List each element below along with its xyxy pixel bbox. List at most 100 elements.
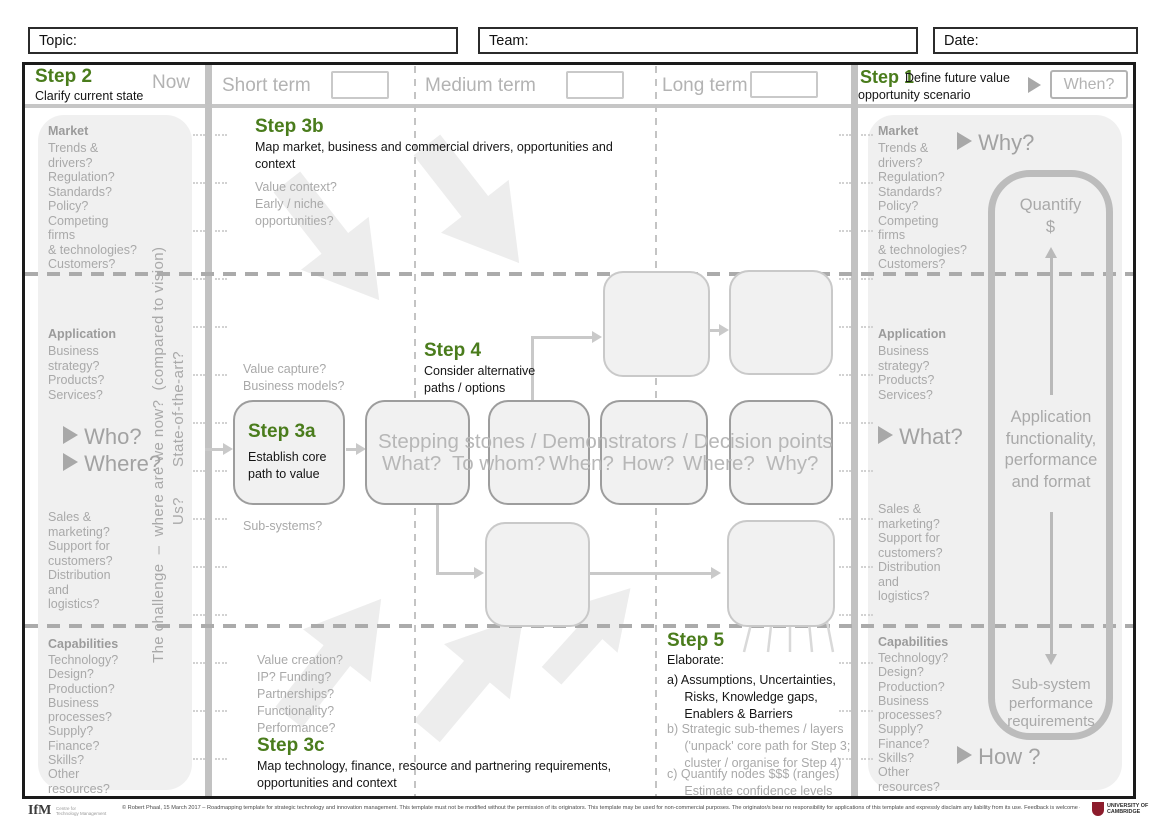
alignment-tick bbox=[861, 758, 873, 760]
alignment-tick bbox=[839, 566, 851, 568]
alignment-tick bbox=[215, 662, 227, 664]
us-vertical-label: Us? bbox=[170, 497, 187, 525]
ifm-logo-subtext: Centre for Technology Management bbox=[56, 806, 106, 816]
alignment-tick bbox=[215, 566, 227, 568]
alt-path-top-box-2[interactable] bbox=[729, 270, 833, 375]
how-arrow-icon bbox=[957, 746, 972, 764]
date-field[interactable]: Date: bbox=[933, 27, 1138, 54]
cambridge-line1: UNIVERSITY OF bbox=[1107, 803, 1149, 809]
why-label: Why? bbox=[978, 130, 1035, 155]
question-where: Where? bbox=[683, 452, 755, 475]
stepping-stone-box-1[interactable] bbox=[365, 400, 470, 505]
when-arrow-icon bbox=[1028, 77, 1041, 93]
cambridge-line2: CAMBRIDGE bbox=[1107, 809, 1141, 816]
step5-item-c: c) Quantify nodes $$$ (ranges) Estimate … bbox=[667, 767, 840, 798]
alignment-tick bbox=[215, 422, 227, 424]
now-label: Now bbox=[152, 72, 191, 93]
alignment-tick bbox=[861, 374, 873, 376]
roadmap-frame bbox=[22, 62, 1136, 799]
team-field[interactable]: Team: bbox=[478, 27, 918, 54]
topic-label: Topic: bbox=[39, 32, 77, 49]
alignment-tick bbox=[839, 470, 851, 472]
stepping-stone-box-3[interactable] bbox=[600, 400, 708, 505]
alignment-tick bbox=[193, 758, 205, 760]
medium-term-box[interactable] bbox=[566, 71, 624, 99]
future-vision-panel bbox=[868, 115, 1122, 790]
short-term-label: Short term bbox=[222, 75, 311, 96]
watermark-arrow-icon bbox=[273, 171, 380, 301]
long-term-box[interactable] bbox=[750, 71, 818, 98]
step5-item-a: a) Assumptions, Uncertainties, Risks, Kn… bbox=[667, 673, 836, 721]
alignment-tick bbox=[215, 374, 227, 376]
question-what: What? bbox=[382, 452, 442, 475]
quantify-up-arrow-shaft bbox=[1050, 257, 1053, 395]
alt-bottom-elbow-horizontal bbox=[436, 572, 475, 575]
alignment-tick bbox=[193, 614, 205, 616]
right-capabilities-heading: Capabilities bbox=[878, 635, 949, 649]
alignment-tick bbox=[215, 278, 227, 280]
quantify-label: Quantify bbox=[1019, 196, 1082, 214]
core-connector-1 bbox=[346, 448, 356, 451]
step3c-body: Map technology, finance, resource and pa… bbox=[257, 759, 612, 790]
alignment-tick bbox=[861, 230, 873, 232]
stepping-stone-box-2[interactable] bbox=[488, 400, 590, 505]
alt-top-arrowhead2-icon bbox=[719, 324, 729, 336]
alignment-tick bbox=[193, 374, 205, 376]
step3c-title: Step 3c bbox=[257, 735, 325, 756]
stepping-stone-box-4[interactable] bbox=[729, 400, 833, 505]
alignment-tick bbox=[839, 662, 851, 664]
date-label: Date: bbox=[944, 32, 979, 49]
step3a-title: Step 3a bbox=[248, 421, 316, 442]
alt-path-bottom-box-2[interactable] bbox=[727, 520, 835, 627]
core-row-heading: Stepping stones / Demonstrators / Decisi… bbox=[378, 430, 833, 453]
short-term-box[interactable] bbox=[331, 71, 389, 99]
alignment-tick bbox=[215, 470, 227, 472]
who-arrow-icon bbox=[63, 426, 78, 444]
alignment-tick bbox=[861, 470, 873, 472]
alignment-tick bbox=[861, 182, 873, 184]
step1-title: Step 1 bbox=[860, 67, 915, 87]
quantify-dollar-label: $ bbox=[1045, 218, 1056, 236]
question-to-whom: To whom? bbox=[452, 452, 546, 475]
alt-top-elbow-horizontal bbox=[531, 336, 593, 339]
left-market-heading: Market bbox=[48, 124, 89, 138]
alt-path-top-box-1[interactable] bbox=[603, 271, 710, 377]
alt-path-bottom-box-1[interactable] bbox=[485, 522, 590, 627]
medium-term-label: Medium term bbox=[425, 75, 536, 96]
who-label: Who? bbox=[84, 424, 142, 449]
alignment-tick bbox=[193, 182, 205, 184]
value-quantify-outline bbox=[988, 170, 1113, 740]
alignment-tick bbox=[839, 758, 851, 760]
alignment-tick bbox=[861, 614, 873, 616]
ifm-sub-line2: Technology Management bbox=[56, 811, 107, 816]
topic-field[interactable]: Topic: bbox=[28, 27, 458, 54]
alignment-tick bbox=[861, 326, 873, 328]
step3a-node-box[interactable] bbox=[233, 400, 345, 505]
step2-subtitle: Clarify current state bbox=[35, 89, 144, 103]
step1-subtitle-line2: opportunity scenario bbox=[858, 88, 971, 102]
alignment-tick bbox=[839, 422, 851, 424]
subsystem-down-arrow-shaft bbox=[1050, 512, 1053, 655]
current-state-panel bbox=[38, 115, 192, 790]
watermark-arrow-icon bbox=[541, 588, 631, 685]
when-box[interactable]: When? bbox=[1050, 70, 1128, 99]
step3c-prompts: Value creation?IP? Funding?Partnerships?… bbox=[257, 653, 343, 735]
ifm-sub-line1: Centre for bbox=[56, 806, 77, 811]
copyright-text: © Robert Phaal, 15 March 2017 – Roadmapp… bbox=[122, 805, 1080, 811]
alignment-tick bbox=[839, 374, 851, 376]
alignment-tick bbox=[215, 758, 227, 760]
alt-top-arrowhead-icon bbox=[592, 331, 602, 343]
why-arrow-icon bbox=[957, 132, 972, 150]
when-placeholder: When? bbox=[1063, 75, 1115, 93]
where-label: Where? bbox=[84, 451, 162, 476]
alignment-tick bbox=[839, 182, 851, 184]
step1-subtitle-line1: Define future value bbox=[905, 71, 1010, 85]
right-market-list: Trends &drivers?Regulation?Standards?Pol… bbox=[878, 141, 967, 271]
left-column-divider bbox=[205, 65, 212, 796]
